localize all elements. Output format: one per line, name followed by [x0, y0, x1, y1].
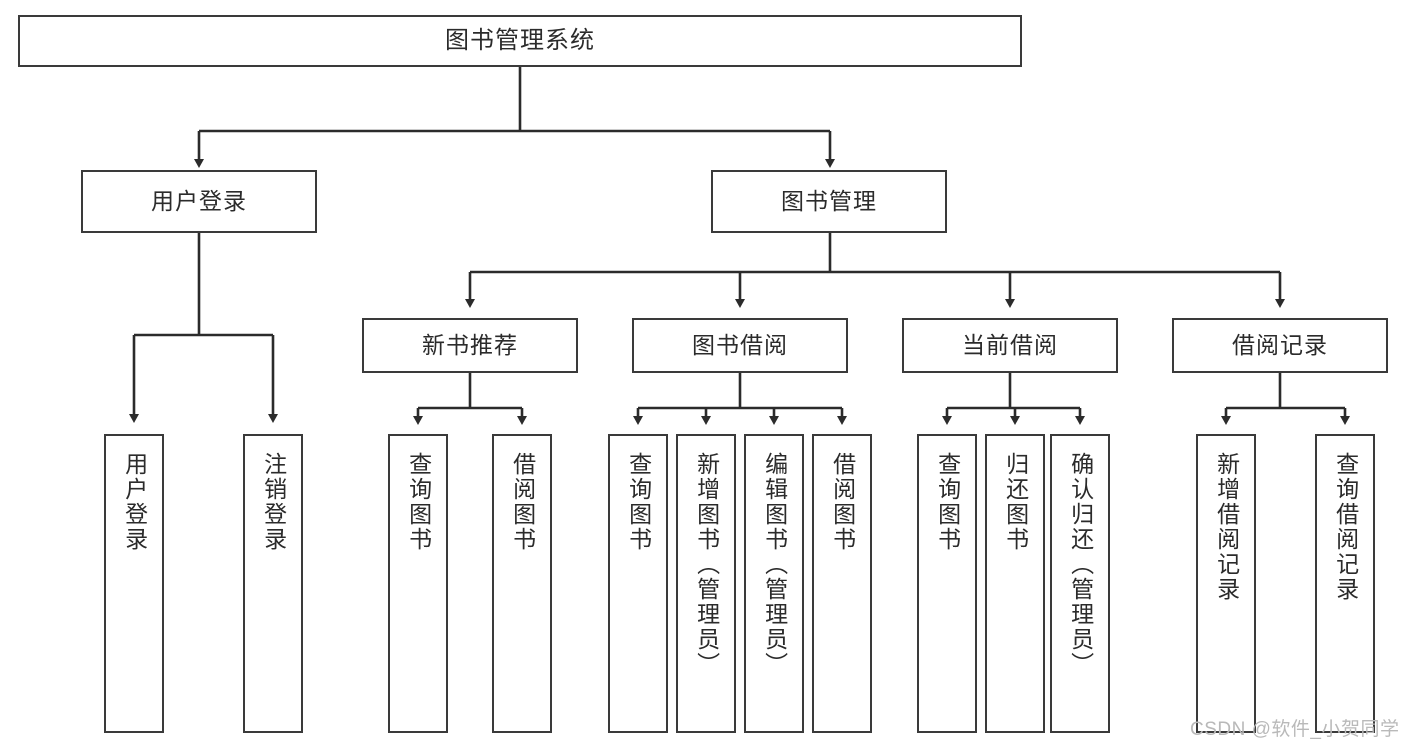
- node-label: 新书推荐: [422, 331, 518, 358]
- leaf-label: 确认归还（管理员）: [1067, 452, 1094, 677]
- leaf-label: 查询借阅记录: [1332, 452, 1359, 602]
- leaf-edit-book[interactable]: 编辑图书（管理员）: [744, 434, 804, 733]
- node-borrow-record[interactable]: 借阅记录: [1172, 318, 1388, 373]
- leaf-query-book-recommend[interactable]: 查询图书: [388, 434, 448, 733]
- leaf-label: 查询图书: [405, 452, 432, 552]
- leaf-label: 注销登录: [260, 452, 287, 552]
- leaf-label: 借阅图书: [829, 452, 856, 552]
- leaf-label: 用户登录: [121, 452, 148, 552]
- leaf-label: 新增图书（管理员）: [693, 452, 720, 677]
- leaf-user-login[interactable]: 用户登录: [104, 434, 164, 733]
- node-label: 图书管理: [781, 187, 877, 214]
- leaf-label: 归还图书: [1002, 452, 1029, 552]
- node-current-borrow[interactable]: 当前借阅: [902, 318, 1118, 373]
- leaf-query-borrow-record[interactable]: 查询借阅记录: [1315, 434, 1375, 733]
- node-user-login[interactable]: 用户登录: [81, 170, 317, 233]
- leaf-add-borrow-record[interactable]: 新增借阅记录: [1196, 434, 1256, 733]
- node-book-management[interactable]: 图书管理: [711, 170, 947, 233]
- leaf-borrow-book[interactable]: 借阅图书: [812, 434, 872, 733]
- leaf-label: 借阅图书: [509, 452, 536, 552]
- node-label: 用户登录: [151, 187, 247, 214]
- node-label: 借阅记录: [1232, 331, 1328, 358]
- leaf-confirm-return[interactable]: 确认归还（管理员）: [1050, 434, 1110, 733]
- node-label: 图书借阅: [692, 331, 788, 358]
- leaf-add-book[interactable]: 新增图书（管理员）: [676, 434, 736, 733]
- leaf-label: 查询图书: [934, 452, 961, 552]
- csdn-watermark: CSDN @软件_小贺同学: [1190, 719, 1400, 740]
- node-book-borrow[interactable]: 图书借阅: [632, 318, 848, 373]
- leaf-query-book-current[interactable]: 查询图书: [917, 434, 977, 733]
- node-root-book-management-system[interactable]: 图书管理系统: [18, 15, 1022, 67]
- leaf-label: 新增借阅记录: [1213, 452, 1240, 602]
- node-label: 图书管理系统: [445, 26, 595, 54]
- leaf-query-book-borrow[interactable]: 查询图书: [608, 434, 668, 733]
- leaf-label: 编辑图书（管理员）: [761, 452, 788, 677]
- leaf-borrow-book-recommend[interactable]: 借阅图书: [492, 434, 552, 733]
- node-label: 当前借阅: [962, 331, 1058, 358]
- node-new-book-recommend[interactable]: 新书推荐: [362, 318, 578, 373]
- leaf-return-book[interactable]: 归还图书: [985, 434, 1045, 733]
- leaf-label: 查询图书: [625, 452, 652, 552]
- leaf-user-logout[interactable]: 注销登录: [243, 434, 303, 733]
